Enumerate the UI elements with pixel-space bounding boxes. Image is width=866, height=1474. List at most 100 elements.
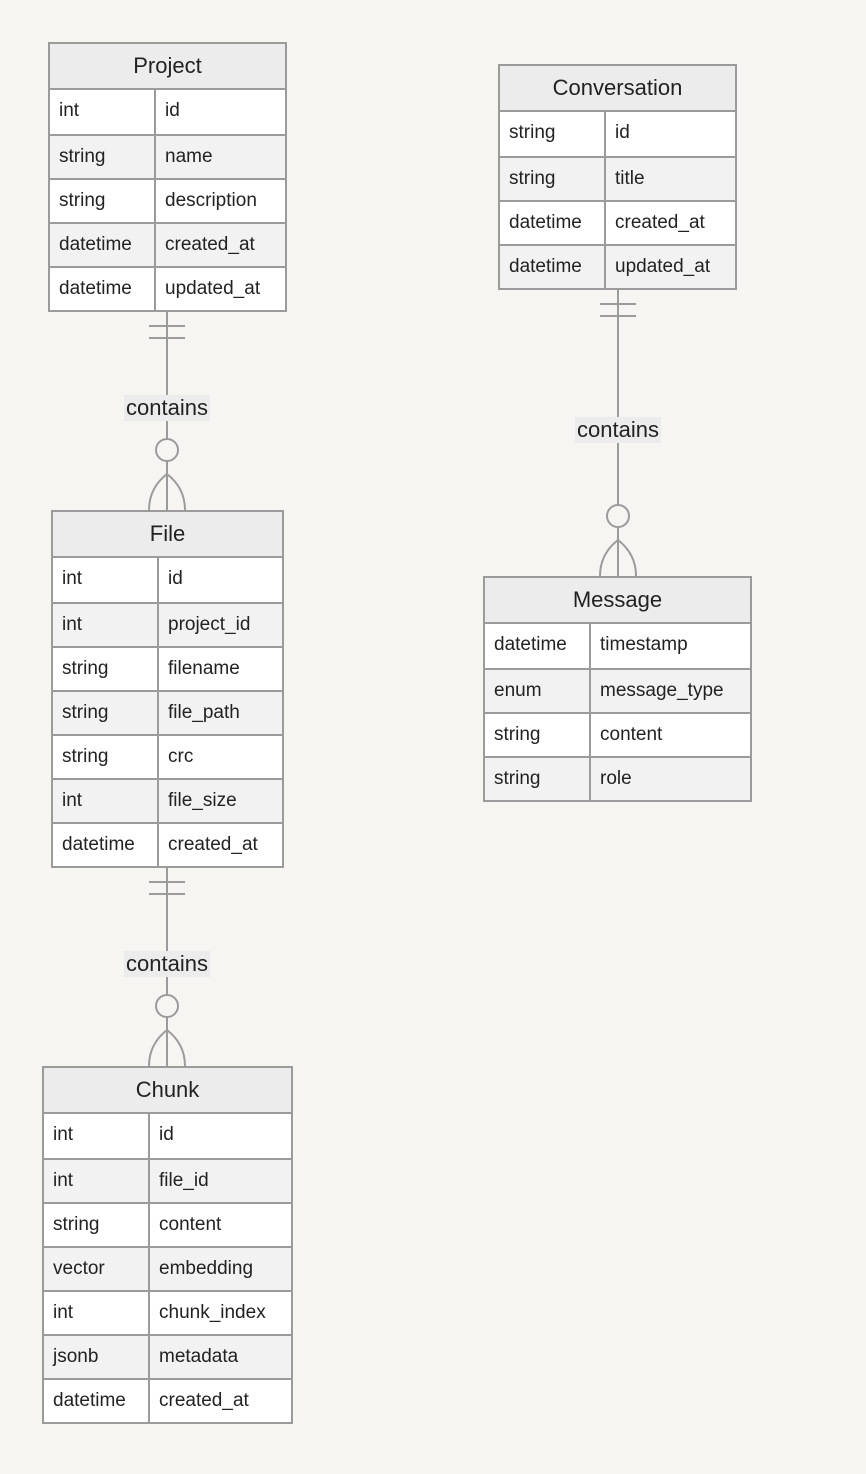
entity-title: Project — [50, 44, 285, 90]
attribute-type: datetime — [500, 246, 606, 288]
attribute-name: created_at — [615, 212, 705, 233]
attribute-row: datetime updated_at — [500, 244, 735, 288]
attribute-row: jsonb metadata — [44, 1334, 291, 1378]
attribute-name: title — [615, 168, 645, 189]
attribute-name: filename — [168, 658, 240, 679]
relationship-label: contains — [124, 395, 210, 421]
attribute-row: int project_id — [53, 602, 282, 646]
attribute-name: embedding — [159, 1258, 254, 1279]
cardinality-zero-circle — [155, 994, 179, 1018]
attribute-row: string title — [500, 156, 735, 200]
attribute-name: id — [165, 100, 180, 121]
attribute-type: string — [44, 1204, 150, 1246]
attribute-row: string role — [485, 756, 750, 800]
attribute-name: created_at — [165, 234, 255, 255]
attribute-type: int — [53, 558, 159, 602]
attribute-type: string — [485, 758, 591, 800]
attribute-type: datetime — [50, 224, 156, 266]
attribute-type: vector — [44, 1248, 150, 1290]
cardinality-many-prong — [599, 539, 619, 577]
attribute-name: created_at — [159, 1390, 249, 1411]
attribute-row: int file_id — [44, 1158, 291, 1202]
attribute-name: crc — [168, 746, 194, 767]
attribute-type: datetime — [485, 624, 591, 668]
attribute-type: int — [44, 1160, 150, 1202]
attribute-type: int — [53, 780, 159, 822]
attribute-row: datetime timestamp — [485, 624, 750, 668]
attribute-row: datetime created_at — [500, 200, 735, 244]
entity-title: Chunk — [44, 1068, 291, 1114]
attribute-row: string id — [500, 112, 735, 156]
attribute-name: created_at — [168, 834, 258, 855]
attribute-row: datetime created_at — [50, 222, 285, 266]
attribute-name: role — [600, 768, 632, 789]
attribute-type: string — [53, 648, 159, 690]
attribute-row: datetime created_at — [53, 822, 282, 866]
attribute-name: id — [159, 1124, 174, 1145]
entity-title: Conversation — [500, 66, 735, 112]
entity-title: File — [53, 512, 282, 558]
attribute-name: content — [159, 1214, 222, 1235]
attribute-row: string name — [50, 134, 285, 178]
attribute-type: string — [50, 136, 156, 178]
attribute-type: string — [500, 158, 606, 200]
cardinality-zero-circle — [155, 438, 179, 462]
attribute-type: enum — [485, 670, 591, 712]
attribute-name: updated_at — [165, 278, 261, 299]
attribute-name: project_id — [168, 614, 251, 635]
attribute-type: int — [50, 90, 156, 134]
attribute-type: int — [53, 604, 159, 646]
relationship-label: contains — [575, 417, 661, 443]
attribute-name: metadata — [159, 1346, 239, 1367]
attribute-type: datetime — [500, 202, 606, 244]
attribute-type: string — [53, 736, 159, 778]
attribute-name: chunk_index — [159, 1302, 266, 1323]
cardinality-many-prong — [148, 473, 168, 511]
attribute-name: content — [600, 724, 663, 745]
attribute-row: string content — [485, 712, 750, 756]
attribute-name: id — [168, 568, 183, 589]
attribute-row: string filename — [53, 646, 282, 690]
attribute-name: updated_at — [615, 256, 711, 277]
attribute-name: file_path — [168, 702, 240, 723]
cardinality-many-prong — [617, 539, 637, 577]
attribute-name: timestamp — [600, 634, 688, 655]
attribute-type: datetime — [44, 1380, 150, 1422]
attribute-type: string — [500, 112, 606, 156]
attribute-name: id — [615, 122, 630, 143]
attribute-name: file_size — [168, 790, 237, 811]
attribute-type: jsonb — [44, 1336, 150, 1378]
cardinality-many-prong — [166, 1029, 186, 1067]
attribute-name: description — [165, 190, 257, 211]
attribute-type: datetime — [53, 824, 159, 866]
attribute-row: vector embedding — [44, 1246, 291, 1290]
cardinality-zero-circle — [606, 504, 630, 528]
attribute-row: datetime created_at — [44, 1378, 291, 1422]
attribute-type: int — [44, 1114, 150, 1158]
entity-title: Message — [485, 578, 750, 624]
attribute-name: file_id — [159, 1170, 209, 1191]
attribute-type: string — [50, 180, 156, 222]
attribute-row: string crc — [53, 734, 282, 778]
cardinality-many-prong — [166, 473, 186, 511]
attribute-row: int file_size — [53, 778, 282, 822]
attribute-row: string content — [44, 1202, 291, 1246]
attribute-type: string — [485, 714, 591, 756]
cardinality-many-prong — [148, 1029, 168, 1067]
relationship-label: contains — [124, 951, 210, 977]
attribute-type: datetime — [50, 268, 156, 310]
attribute-row: string description — [50, 178, 285, 222]
attribute-name: name — [165, 146, 213, 167]
